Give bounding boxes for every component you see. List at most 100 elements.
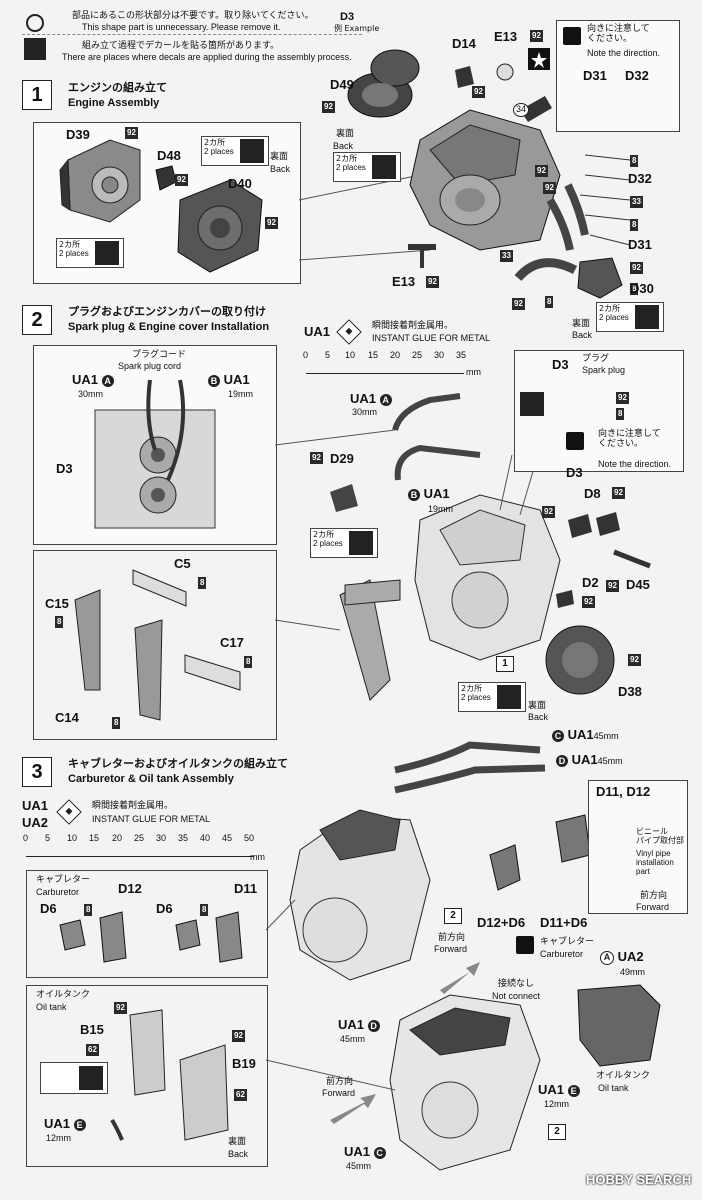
fwd-jp-1: 前方向 (438, 933, 466, 943)
part-d11-d12: D11, D12 (596, 784, 651, 799)
num-8-bottom: 8 (545, 296, 554, 308)
marker-d: D (367, 1019, 380, 1032)
carb-en: Carburetor (36, 887, 80, 897)
s2-ruler-unit: mm (466, 367, 481, 377)
num-8-c: 8 (630, 283, 639, 295)
num-92-d40: 92 (265, 217, 278, 229)
d40-back-en: Back (270, 164, 291, 174)
part-d11-d6: D11+D6 (540, 915, 588, 930)
part-d6-b: D6 (156, 901, 173, 916)
plug-cord-jp: プラグコード (132, 350, 187, 360)
part-d8: D8 (584, 486, 601, 501)
part-d49: D49 (330, 77, 354, 92)
oil-back-en: Back (228, 1149, 249, 1159)
part-d31-main: D31 (628, 237, 652, 252)
fwd-jp-box: 前方向 (640, 891, 668, 901)
d39-places-box: 2カ所 2 places (56, 238, 124, 268)
tick: 0 (303, 350, 309, 360)
num-33-a: 33 (630, 196, 643, 208)
tick: 5 (45, 833, 51, 843)
ua2-text: UA2 (617, 949, 644, 964)
ua1-text: UA1 (571, 752, 598, 767)
watermark: HOBBY SEARCH (586, 1172, 692, 1187)
part-b19: B19 (232, 1056, 256, 1071)
len-49: 49mm (620, 967, 646, 977)
num-34-circle: 34 (513, 103, 530, 117)
d38-places-box: 2カ所 2 places (458, 682, 526, 712)
carb-jp: キャブレター (36, 875, 91, 885)
tick: 10 (67, 833, 78, 843)
decal-icon (95, 241, 119, 265)
step-3-title-jp: キャブレターおよびオイルタンクの組み立て (68, 757, 288, 770)
d49-back-jp: 裏面 (336, 129, 355, 139)
marker-b: B (408, 488, 420, 501)
len-30-left: 30mm (78, 389, 104, 399)
num-92-hose1: 92 (535, 165, 548, 177)
example-part-label: D3 (340, 11, 355, 23)
part-d39-shape (59, 139, 141, 223)
len-45-d: 45mm (340, 1034, 366, 1044)
d30-places-jp: 2カ所 (599, 304, 621, 313)
fwd-en-box: Forward (636, 902, 670, 912)
num-92-bottom: 92 (512, 298, 525, 310)
part-d14: D14 (452, 36, 476, 51)
ua1-text: UA1 (350, 391, 377, 406)
num-8-b: 8 (630, 219, 639, 231)
plug-jp: プラグ (582, 354, 610, 364)
plug-en: Spark plug (582, 365, 626, 375)
num-92-e13b: 92 (426, 276, 439, 288)
step-1-number: 1 (22, 80, 52, 110)
s3-ruler (26, 844, 254, 857)
ua1-b-right: B UA1 (408, 486, 450, 501)
num-8-c15: 8 (55, 616, 64, 628)
plug-cord-en: Spark plug cord (118, 361, 182, 371)
s3-glue-en: INSTANT GLUE FOR METAL (92, 814, 211, 824)
marker-e: E (73, 1118, 86, 1131)
part-d38: D38 (618, 684, 642, 699)
ua2-a: A UA2 (600, 949, 644, 965)
d30-places-box: 2カ所 2 places (596, 302, 664, 332)
s2-ruler-ticks: 0 5 10 15 20 25 30 35 (303, 350, 486, 365)
ua1-e-main: UA1 E (538, 1082, 580, 1097)
attention-icon (566, 432, 584, 450)
num-92-d2: 92 (582, 596, 595, 608)
ua1-text: UA1 (72, 372, 99, 387)
remove-shape-icon (26, 14, 44, 32)
ua1-d-main: UA1 D (338, 1017, 380, 1032)
d30-back-jp: 裏面 (572, 319, 591, 329)
d39-places-jp: 2カ所 (59, 240, 81, 249)
num-92-oil-a: 92 (114, 1002, 127, 1014)
decal-icon (635, 305, 659, 329)
step-1-note-box: 向きに注意して ください。 Note the direction. D31 D3… (556, 20, 680, 132)
d40-places-box: 2カ所 2 places (201, 136, 269, 166)
step-1-title-en: Engine Assembly (68, 97, 160, 109)
step-3-number: 3 (22, 757, 52, 787)
tick: 35 (178, 833, 189, 843)
fwd-jp-2: 前方向 (326, 1077, 354, 1087)
vinyl-en: Vinyl pipe installation part (636, 849, 674, 876)
d38-places-en: 2 places (461, 693, 491, 702)
step-3-subbox-carb (26, 870, 268, 978)
ua1-text: UA1 (338, 1017, 365, 1032)
ua1-e-sub: UA1 E (44, 1116, 86, 1131)
oil-jp-main: オイルタンク (596, 1071, 651, 1081)
oil-en: Oil tank (36, 1002, 67, 1012)
d49-places-jp: 2カ所 (336, 154, 358, 163)
num-92-hose2: 92 (543, 182, 556, 194)
header-note-2: 組み立て過程でデカールを貼る箇所があります。 There are places … (22, 38, 362, 64)
part-d12-sub: D12 (118, 881, 142, 896)
marker-a: A (379, 393, 392, 406)
ua1-c-main: UA1 C (344, 1144, 386, 1159)
part-d6-a: D6 (40, 901, 57, 916)
decal-icon (372, 155, 396, 179)
part-e13-bottom: E13 (392, 274, 416, 289)
tick: 5 (325, 350, 331, 360)
num-8-carb-b: 8 (200, 904, 209, 916)
tick: 15 (89, 833, 100, 843)
part-c17: C17 (220, 635, 244, 650)
s1-note-jp: 向きに注意して ください。 (587, 24, 650, 44)
d29-places-en: 2 places (313, 539, 343, 548)
num-8-c17: 8 (244, 656, 253, 668)
attention-icon (563, 27, 581, 45)
